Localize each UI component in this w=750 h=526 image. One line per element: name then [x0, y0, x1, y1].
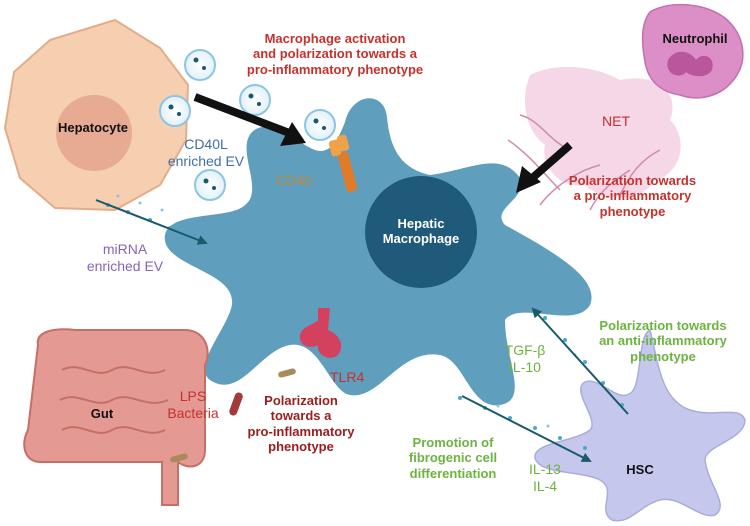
gut-pol-line3: pro-inflammatory — [247, 423, 355, 439]
arrow-hepatocyte-to-macrophage — [193, 93, 294, 138]
gut-label: Gut — [90, 406, 114, 421]
extracellular-vesicles — [159, 49, 336, 201]
anti-pol-line2: an anti-inflammatory — [599, 333, 727, 349]
il4-label: IL-4 — [532, 477, 558, 494]
fibro-line3: differentiation — [409, 465, 497, 481]
neutrophil-polarization-label: Polarization towards a pro-inflammatory … — [540, 173, 725, 219]
macrophage-label-line2: Macrophage — [382, 231, 460, 247]
gut-pol-line4: phenotype — [268, 438, 334, 454]
tlr4-receptor — [299, 308, 342, 358]
neutrophil-label: Neutrophil — [662, 31, 728, 46]
gut-organ — [23, 328, 209, 506]
il10-label: IL-10 — [509, 358, 541, 375]
neutrophil-nucleus — [667, 51, 713, 77]
gut-pol-line2: towards a — [270, 408, 332, 424]
il13-il4-label: IL-13 IL-4 — [518, 461, 572, 494]
arrow-neutrophil-to-macrophage — [527, 141, 573, 184]
activation-line2: and polarization towards a — [253, 46, 417, 62]
fibro-line2: fibrogenic cell — [408, 450, 498, 466]
fibrogenic-label: Promotion of fibrogenic cell differentia… — [388, 435, 518, 481]
neutrophil-pol-line1: Polarization towards — [568, 173, 697, 188]
anti-inflammatory-polarization-label: Polarization towards an anti-inflammator… — [576, 318, 750, 364]
anti-pol-line3: phenotype — [630, 348, 696, 364]
fibro-line1: Promotion of — [412, 435, 494, 450]
il13-label: IL-13 — [529, 461, 561, 477]
cd40l-line2: enriched EV — [167, 152, 245, 169]
neutrophil-net — [507, 66, 681, 211]
tgfb-il10-label: TGF-β IL-10 — [490, 342, 560, 375]
mirna-ev-label: miRNA enriched EV — [72, 241, 178, 274]
tlr4-label: TLR4 — [330, 369, 365, 385]
activation-line1: Macrophage activation — [264, 31, 406, 46]
mirna-line2: enriched EV — [86, 257, 164, 274]
net-label: NET — [602, 113, 630, 129]
macrophage-label: Hepatic Macrophage — [361, 216, 481, 247]
arrow-hsc-to-macrophage — [531, 307, 629, 415]
hepatocyte-label: Hepatocyte — [57, 120, 129, 135]
macrophage-activation-label: Macrophage activation and polarization t… — [215, 31, 455, 77]
lps-label: LPS — [179, 388, 207, 404]
hepatocyte-nucleus — [56, 95, 132, 171]
bacteria-icons — [170, 368, 296, 463]
neutrophil-pol-line2: a pro-inflammatory — [573, 188, 692, 204]
bacteria-label: Bacteria — [167, 404, 219, 421]
cd40-receptor — [328, 134, 358, 192]
lps-bacteria-label: LPS Bacteria — [160, 388, 226, 421]
macrophage-nucleus — [365, 176, 477, 288]
cd40-label: CD40 — [276, 172, 312, 188]
activation-line3: pro-inflammatory phenotype — [246, 61, 424, 77]
cd40l-ev-label: CD40L enriched EV — [150, 136, 262, 169]
neutrophil-cell — [641, 3, 744, 99]
hsc-cell — [534, 328, 746, 522]
gut-polarization-label: Polarization towards a pro-inflammatory … — [236, 393, 366, 454]
macrophage-label-line1: Hepatic — [397, 216, 445, 231]
anti-pol-line1: Polarization towards — [599, 318, 727, 333]
hsc-label: HSC — [626, 462, 654, 477]
tgfb-label: TGF-β — [504, 342, 546, 358]
gut-pol-line1: Polarization — [264, 393, 338, 408]
arrow-mirna-ev — [95, 199, 208, 245]
cd40l-line1: CD40L — [184, 136, 228, 152]
mirna-line1: miRNA — [102, 241, 148, 257]
arrow-macrophage-to-hsc — [461, 395, 592, 462]
neutrophil-pol-line3: phenotype — [599, 203, 666, 219]
